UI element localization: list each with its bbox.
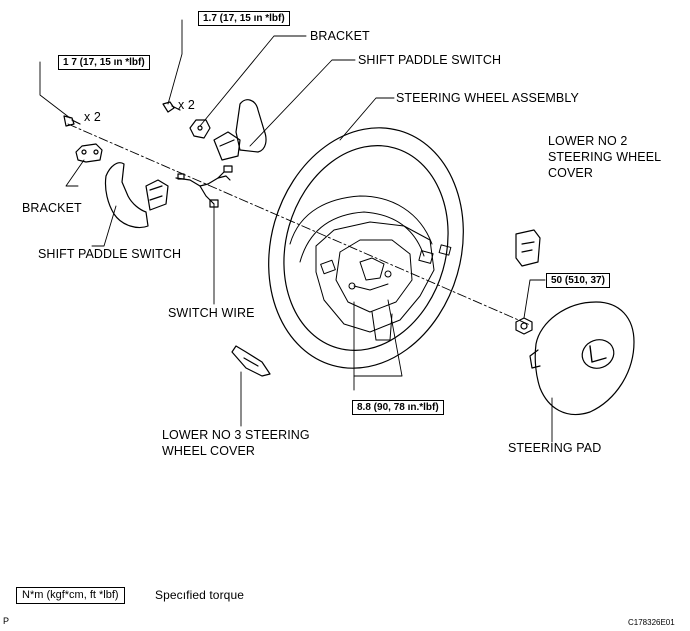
- bolt-left: [63, 115, 81, 127]
- qty-top: x 2: [178, 98, 195, 112]
- bolt-right: [515, 317, 533, 335]
- legend-torque-box: N*m (kgf*cm, ft *lbf): [16, 587, 125, 604]
- steering-wheel-hub: [315, 221, 452, 341]
- label-switch-wire: SWITCH WIRE: [168, 306, 255, 320]
- label-shift-paddle-switch-left: SHIFT PADDLE SWITCH: [38, 247, 182, 261]
- label-steering-pad: STEERING PAD: [508, 441, 602, 455]
- lower-no3-cover-part: [231, 345, 271, 377]
- legend-text: Specıfied torque: [155, 588, 244, 602]
- label-shift-paddle-switch-top: SHIFT PADDLE SWITCH: [358, 53, 502, 67]
- leader-lines: [39, 19, 553, 443]
- qty-left: x 2: [84, 110, 101, 124]
- bracket-left-part: [75, 143, 103, 163]
- label-lower-no2-line3: COVER: [548, 166, 593, 180]
- label-bracket-top: BRACKET: [310, 29, 370, 43]
- label-steering-wheel-assembly: STEERING WHEEL ASSEMBLY: [396, 91, 579, 105]
- label-bracket-left: BRACKET: [22, 201, 82, 215]
- bracket-top-part: [189, 119, 211, 139]
- label-lower-no2-line1: LOWER NO 2: [548, 134, 628, 148]
- torque-box-center: 8.8 (90, 78 ın.*lbf): [352, 400, 444, 415]
- footer-page-marker: P: [3, 616, 10, 626]
- shift-paddle-top-part: [213, 99, 267, 161]
- torque-box-right: 50 (510, 37): [546, 273, 610, 288]
- lower-no2-cover-part: [515, 229, 541, 267]
- torque-box-top: 1.7 (17, 15 ın *lbf): [198, 11, 290, 26]
- steering-wheel-rim: [268, 127, 464, 369]
- label-lower-no2-line2: STEERING WHEEL: [548, 150, 662, 164]
- footer-figure-code: C178326E01: [628, 618, 675, 627]
- label-lower-no3-line2: WHEEL COVER: [162, 444, 256, 458]
- label-lower-no3-line1: LOWER NO 3 STEERING: [162, 428, 310, 442]
- torque-box-left: 1 7 (17, 15 ın *lbf): [58, 55, 150, 70]
- shift-paddle-left-part: [104, 162, 169, 229]
- steering-pad-part: [529, 301, 635, 416]
- bolt-top: [162, 101, 181, 113]
- switch-wire-part: [175, 165, 233, 208]
